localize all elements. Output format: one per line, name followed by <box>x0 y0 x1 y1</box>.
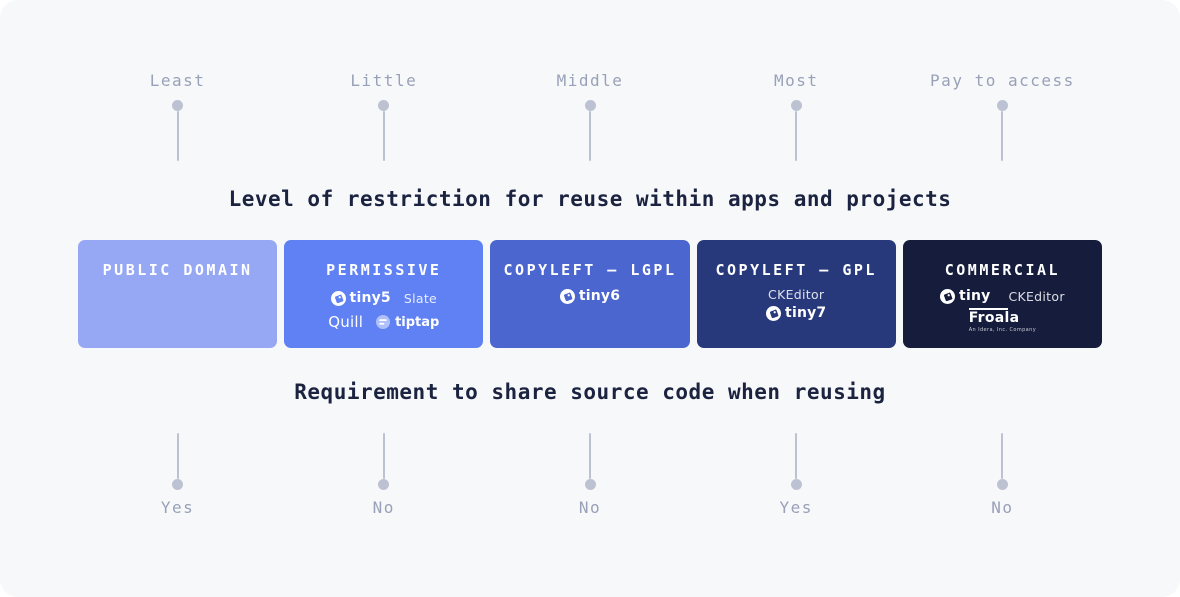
slate-logo: Slate <box>403 290 438 306</box>
tiny5-logo: tiny5 <box>330 290 391 306</box>
pin-marker <box>378 433 390 490</box>
restriction-scale-item: Most <box>697 70 896 161</box>
pin-dot-icon <box>584 479 596 490</box>
scale-label: Little <box>350 71 418 90</box>
tiptap-logo: tiptap <box>376 315 439 330</box>
tiny5-label: tiny5 <box>349 290 391 306</box>
scale-label: Middle <box>556 71 624 90</box>
restriction-scale-item: Little <box>284 70 483 161</box>
pin-marker <box>996 433 1008 490</box>
pin-stem <box>589 111 591 161</box>
pin-dot-icon <box>790 479 802 490</box>
card-title: PUBLIC DOMAIN <box>102 261 253 279</box>
pin-dot-icon <box>790 100 802 111</box>
share-scale-item: No <box>903 433 1102 519</box>
pin-stem <box>382 111 385 161</box>
tiny-logo: tiny <box>940 288 990 304</box>
pin-dot-icon <box>378 100 390 111</box>
logo-row: Quill tiptap <box>328 313 439 331</box>
ckeditor-logo: CKEditor <box>1008 288 1065 304</box>
pin-stem <box>382 433 385 479</box>
share-heading: Requirement to share source code when re… <box>294 380 886 404</box>
pin-dot-icon <box>584 100 596 111</box>
restriction-scale-item: Least <box>78 70 277 161</box>
share-scale-item: Yes <box>697 433 896 519</box>
pin-marker <box>172 433 184 490</box>
scale-label: No <box>372 498 395 517</box>
ckeditor-logo: CKEditor <box>768 287 825 302</box>
tiny-icon <box>330 290 346 306</box>
pin-marker <box>584 100 596 161</box>
tiny6-label: tiny6 <box>578 288 621 304</box>
logo-row: tiny6 <box>559 288 621 304</box>
pin-dot-icon <box>172 479 184 490</box>
share-scale-item: Yes <box>78 433 277 519</box>
restriction-scale-item: Middle <box>490 70 689 161</box>
scale-label: Pay to access <box>930 71 1075 90</box>
froala-caption: An Idera, Inc. Company <box>968 327 1037 333</box>
pin-dot-icon <box>996 479 1008 490</box>
scale-label: No <box>991 498 1014 517</box>
pin-stem <box>176 111 179 161</box>
tiptap-label: tiptap <box>395 314 440 330</box>
pin-dot-icon <box>996 100 1008 111</box>
tiny-icon <box>559 288 575 304</box>
scale-label: No <box>578 498 602 517</box>
license-cards: PUBLIC DOMAIN PERMISSIVE tiny5 Slate Qui… <box>78 240 1103 348</box>
logo-row: Froala An Idera, Inc. Company <box>968 308 1037 333</box>
card-title: COPYLEFT – LGPL <box>503 261 677 279</box>
restriction-scale: Least Little Middle Most <box>78 70 1102 161</box>
card-commercial: COMMERCIAL tiny CKEditor Froala An Idera… <box>902 240 1103 348</box>
pin-stem <box>1001 111 1004 161</box>
pin-marker <box>790 100 802 161</box>
pin-dot-icon <box>172 100 184 111</box>
pin-marker <box>378 100 390 161</box>
pin-marker <box>172 100 184 161</box>
froala-overline <box>968 308 1008 310</box>
pin-marker <box>996 100 1008 161</box>
restriction-heading: Level of restriction for reuse within ap… <box>228 187 952 211</box>
card-title: PERMISSIVE <box>326 261 442 279</box>
tiny-icon <box>940 288 956 304</box>
scale-label: Least <box>149 71 206 90</box>
pin-marker <box>584 433 596 490</box>
logo-row: tiny5 Slate <box>330 290 438 306</box>
scale-label: Yes <box>779 498 813 517</box>
pin-stem <box>795 111 798 161</box>
tiny7-logo: tiny7 <box>766 305 826 321</box>
quill-logo: Quill <box>328 313 364 331</box>
tiny-label: tiny <box>959 288 991 304</box>
froala-logo: Froala An Idera, Inc. Company <box>968 308 1037 333</box>
tiny7-label: tiny7 <box>785 305 827 321</box>
scale-label: Most <box>773 71 819 90</box>
pin-stem <box>176 433 179 479</box>
restriction-scale-item: Pay to access <box>903 70 1102 161</box>
card-public-domain: PUBLIC DOMAIN <box>78 240 278 348</box>
pin-marker <box>790 433 802 490</box>
pin-stem <box>795 433 798 479</box>
froala-label: Froala <box>968 310 1020 326</box>
tiny6-logo: tiny6 <box>559 288 621 304</box>
logo-row: CKEditor <box>768 287 824 302</box>
scale-label: Yes <box>160 498 195 517</box>
card-copyleft-gpl: COPYLEFT – GPL CKEditor tiny7 <box>696 240 896 348</box>
tiny-icon <box>766 305 782 321</box>
logo-row: tiny CKEditor <box>940 288 1065 304</box>
pin-stem <box>589 433 591 479</box>
share-scale: Yes No No Yes <box>78 433 1102 519</box>
share-scale-item: No <box>284 433 483 519</box>
tiptap-icon <box>376 315 391 329</box>
card-copyleft-lgpl: COPYLEFT – LGPL tiny6 <box>490 240 690 348</box>
share-scale-item: No <box>490 433 689 519</box>
logo-row: tiny7 <box>766 305 826 321</box>
pin-stem <box>1001 433 1004 479</box>
pin-dot-icon <box>378 479 390 490</box>
card-title: COPYLEFT – GPL <box>715 261 877 279</box>
card-title: COMMERCIAL <box>944 261 1061 279</box>
card-permissive: PERMISSIVE tiny5 Slate Quill <box>284 240 484 348</box>
